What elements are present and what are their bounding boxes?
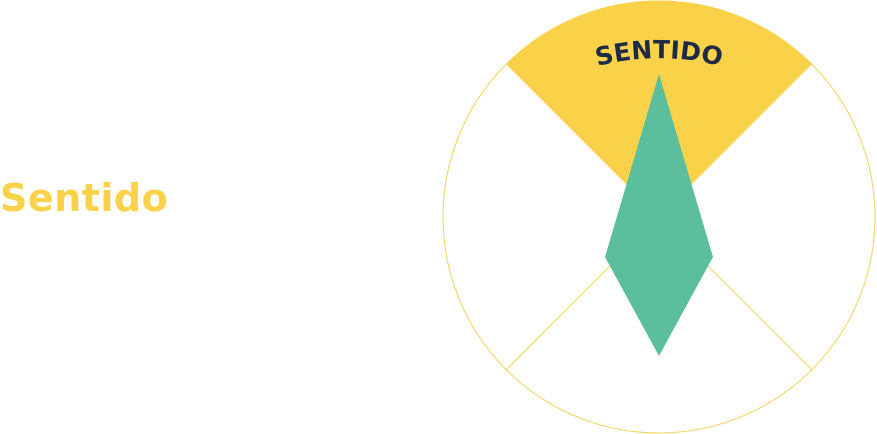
page-heading: Sentido xyxy=(0,176,169,220)
compass-needle xyxy=(605,74,713,356)
